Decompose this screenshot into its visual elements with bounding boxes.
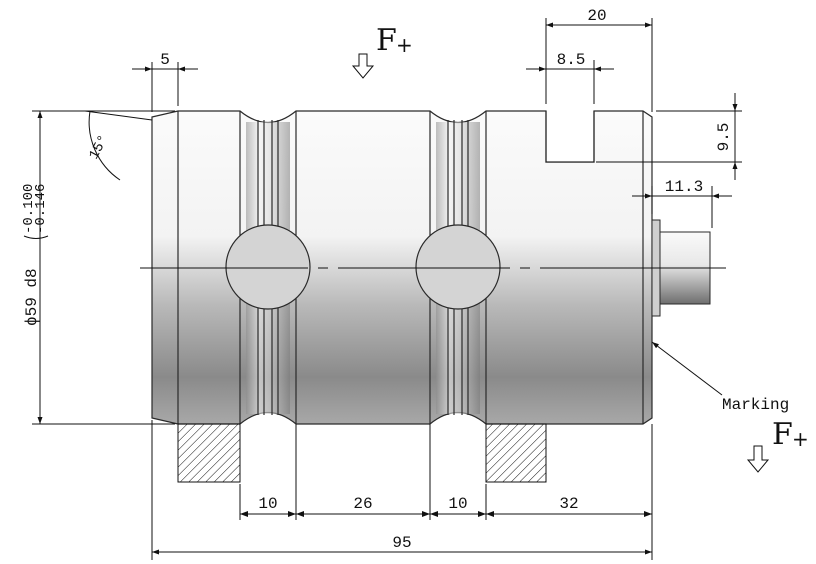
support-block-left [177, 423, 241, 483]
keyway-slot [547, 111, 593, 162]
dim-slot-depth: 9.5 [715, 123, 733, 152]
dim-land-width: 26 [353, 495, 372, 513]
dim-groove1-width: 10 [258, 495, 277, 513]
force-arrow-right [746, 445, 770, 473]
force-arrow-top [351, 53, 375, 79]
diameter-callout: ϕ59 d8 -0.100 -0.146 [21, 184, 49, 326]
dim-stub-length: 11.3 [665, 178, 703, 196]
dim-groove2-width: 10 [448, 495, 467, 513]
dim-slot-width: 8.5 [557, 51, 586, 69]
force-label-top-sub: + [396, 33, 413, 57]
dim-chamfer-angle: 15° [86, 133, 112, 163]
force-label-right-sub: + [792, 427, 809, 451]
marking-label: Marking [722, 396, 789, 414]
dim-diameter: ϕ59 d8 [23, 268, 41, 326]
force-label-top: F [376, 23, 397, 58]
dimension-lines [32, 18, 742, 560]
support-block-right [485, 423, 547, 483]
dim-overall-length: 95 [392, 534, 411, 552]
ball-right [415, 224, 501, 310]
dim-slot-offset: 20 [587, 7, 606, 25]
tolerance-lower: -0.146 [33, 184, 49, 234]
dim-end-length: 32 [559, 495, 578, 513]
tolerance-upper: -0.100 [21, 184, 37, 234]
dim-chamfer-width: 5 [160, 51, 170, 69]
ball-left [225, 224, 311, 310]
force-label-right: F [772, 417, 793, 452]
